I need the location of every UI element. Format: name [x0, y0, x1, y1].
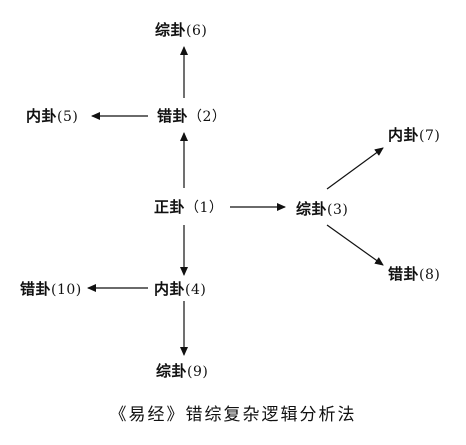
- node-cuo-10-num: (10): [51, 282, 82, 298]
- node-zong-3-num: (3): [327, 202, 349, 218]
- node-zong-6: 综卦(6): [155, 21, 207, 40]
- node-zong-3-gua: 综卦: [296, 200, 328, 218]
- node-nei-7-num: (7): [419, 128, 441, 144]
- node-cuo-8-num: (8): [419, 267, 441, 283]
- node-cuo-10: 错卦(10): [20, 280, 82, 299]
- arrow-zong-3-to-nei-7: [326, 147, 384, 190]
- node-nei-7-gua: 内卦: [388, 126, 420, 144]
- node-cuo-2: 错卦（2）: [157, 107, 226, 126]
- node-nei-7: 内卦(7): [388, 126, 440, 145]
- node-zheng-1: 正卦（1）: [154, 198, 223, 217]
- arrow-zong-3-to-cuo-8: [326, 224, 384, 266]
- node-nei-4-gua: 内卦: [154, 280, 186, 298]
- node-cuo-8-gua: 错卦: [388, 265, 420, 283]
- node-cuo-8: 错卦(8): [388, 265, 440, 284]
- node-zheng-1-gua: 正卦: [154, 198, 186, 216]
- node-zong-6-gua: 综卦: [155, 21, 187, 39]
- node-zheng-1-num: （1）: [185, 200, 224, 216]
- node-zong-9: 综卦(9): [156, 362, 208, 381]
- node-nei-5-num: (5): [57, 109, 79, 125]
- node-zong-9-gua: 综卦: [156, 362, 188, 380]
- node-zong-9-num: (9): [187, 364, 209, 380]
- node-nei-4-num: (4): [185, 282, 207, 298]
- node-cuo-10-gua: 错卦: [20, 280, 52, 298]
- node-cuo-2-gua: 错卦: [157, 107, 189, 125]
- diagram-caption: 《易经》错综复杂逻辑分析法: [109, 405, 357, 425]
- node-nei-5: 内卦(5): [26, 107, 78, 126]
- node-cuo-2-num: （2）: [188, 109, 227, 125]
- node-zong-3: 综卦(3): [296, 200, 348, 219]
- node-nei-5-gua: 内卦: [26, 107, 58, 125]
- node-zong-6-num: (6): [186, 23, 208, 39]
- node-nei-4: 内卦(4): [154, 280, 206, 299]
